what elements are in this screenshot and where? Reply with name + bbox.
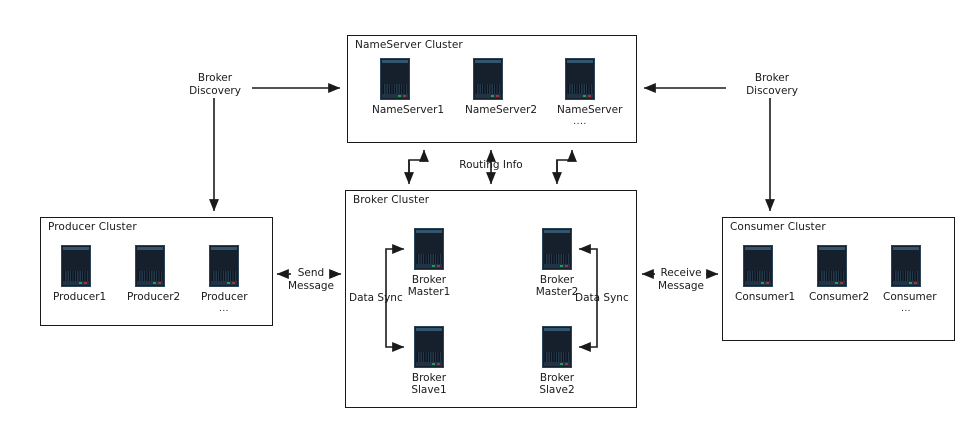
node-label-ellipsis: ... xyxy=(218,304,230,314)
server-icon xyxy=(414,326,444,368)
server-icon xyxy=(743,245,773,287)
server-icon xyxy=(473,58,503,100)
cluster-nameserver[interactable]: NameServer Cluster NameServer1 NameServe… xyxy=(347,35,637,143)
node-producer1[interactable]: Producer1 xyxy=(53,245,107,303)
node-label-text: Consumer xyxy=(883,291,937,303)
node-consumer-more[interactable]: Consumer ... xyxy=(883,245,937,315)
node-label: Consumer2 xyxy=(809,291,870,303)
label-line2: Discovery xyxy=(746,84,798,97)
node-nameserver2[interactable]: NameServer2 xyxy=(465,58,538,116)
label-line2: Message xyxy=(287,279,335,292)
label-send-message: Send Message xyxy=(281,267,341,292)
node-label: NameServer .... xyxy=(557,104,622,128)
node-label-line2: Slave2 xyxy=(539,384,575,396)
node-label-text: Producer xyxy=(201,291,248,303)
node-label: Broker Slave2 xyxy=(534,372,580,396)
edge-routing-info-left-up xyxy=(408,149,429,178)
cluster-producer-title: Producer Cluster xyxy=(48,221,137,233)
node-producer2[interactable]: Producer2 xyxy=(127,245,181,303)
label-data-sync-right: Data Sync xyxy=(575,292,629,304)
node-label: Consumer ... xyxy=(883,291,937,315)
node-label: Producer2 xyxy=(127,291,181,303)
server-icon xyxy=(61,245,91,287)
node-label-ellipsis: .... xyxy=(573,117,587,127)
server-icon xyxy=(209,245,239,287)
server-icon xyxy=(414,228,444,270)
server-icon xyxy=(565,58,595,100)
node-label: Broker Master2 xyxy=(534,274,580,298)
node-consumer1[interactable]: Consumer1 xyxy=(735,245,796,303)
server-icon xyxy=(380,58,410,100)
node-nameserver1[interactable]: NameServer1 xyxy=(372,58,445,116)
cluster-consumer[interactable]: Consumer Cluster Consumer1 Consumer2 xyxy=(722,217,955,341)
node-consumer2[interactable]: Consumer2 xyxy=(809,245,870,303)
node-producer-more[interactable]: Producer ... xyxy=(201,245,248,315)
label-line1: Send xyxy=(297,267,325,279)
node-label-line1: Broker xyxy=(539,372,575,384)
cluster-broker[interactable]: Broker Cluster Broker Master1 Broker xyxy=(345,190,637,408)
node-label-line1: Broker xyxy=(539,274,575,286)
node-label-line2: Slave1 xyxy=(411,384,447,396)
server-icon xyxy=(542,326,572,368)
edge-routing-info-right-up xyxy=(556,149,577,178)
node-broker-master2[interactable]: Broker Master2 xyxy=(534,228,580,298)
node-label: Producer1 xyxy=(53,291,107,303)
node-label-line1: Broker xyxy=(411,372,447,384)
node-label: NameServer1 xyxy=(372,104,445,116)
label-line1: Broker xyxy=(754,72,790,84)
label-broker-discovery-right: Broker Discovery xyxy=(722,72,822,97)
server-icon xyxy=(542,228,572,270)
node-label-line2: Master2 xyxy=(535,286,579,298)
node-label-line1: Broker xyxy=(411,274,447,286)
label-broker-discovery-left: Broker Discovery xyxy=(165,72,265,97)
node-label: Broker Master1 xyxy=(406,274,452,298)
label-receive-message: Receive Message xyxy=(649,267,713,292)
node-broker-slave2[interactable]: Broker Slave2 xyxy=(534,326,580,396)
cluster-broker-title: Broker Cluster xyxy=(353,194,430,206)
node-label: Broker Slave1 xyxy=(406,372,452,396)
node-label-text: NameServer xyxy=(557,104,623,116)
node-broker-master1[interactable]: Broker Master1 xyxy=(406,228,452,298)
node-label: Producer ... xyxy=(201,291,248,315)
node-label-ellipsis: ... xyxy=(900,304,912,314)
cluster-nameserver-title: NameServer Cluster xyxy=(355,39,463,51)
node-broker-slave1[interactable]: Broker Slave1 xyxy=(406,326,452,396)
label-routing-info: Routing Info xyxy=(459,159,523,171)
cluster-producer[interactable]: Producer Cluster Producer1 Producer2 xyxy=(40,217,273,326)
cluster-consumer-title: Consumer Cluster xyxy=(730,221,826,233)
node-label-line2: Master1 xyxy=(407,286,451,298)
server-icon xyxy=(817,245,847,287)
server-icon xyxy=(135,245,165,287)
label-line1: Broker xyxy=(197,72,233,84)
label-data-sync-left: Data Sync xyxy=(349,292,403,304)
server-icon xyxy=(891,245,921,287)
label-line2: Discovery xyxy=(189,84,241,97)
node-label: NameServer2 xyxy=(465,104,538,116)
label-line2: Message xyxy=(657,279,705,292)
node-nameserver-more[interactable]: NameServer .... xyxy=(557,58,622,128)
label-line1: Receive xyxy=(660,267,702,279)
node-label: Consumer1 xyxy=(735,291,796,303)
